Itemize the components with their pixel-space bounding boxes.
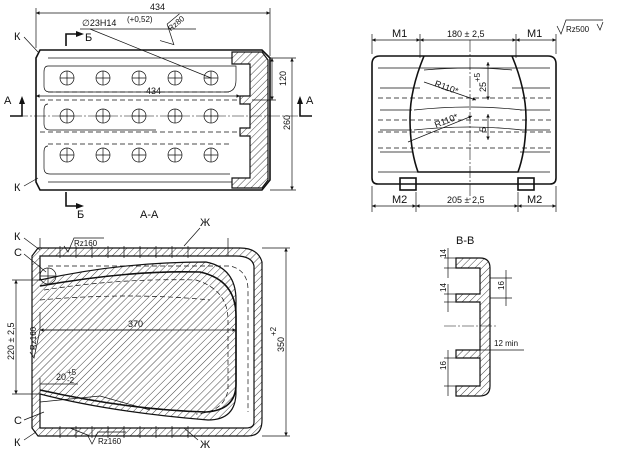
plan-label-a-left: А	[4, 95, 12, 107]
section-b-dim-12: 12 min	[494, 339, 518, 348]
front-dim-top: 180 ± 2,5	[447, 29, 484, 39]
front-label-m1-right: M1	[527, 28, 542, 40]
front-dim-25: 25	[478, 82, 488, 92]
plan-label-k-top: К	[14, 31, 21, 43]
plan-label-b-top: Б	[85, 32, 92, 44]
front-dim-bottom: 205 ± 2,5	[447, 195, 484, 205]
section-a-dim-350-tol: +2	[269, 326, 278, 336]
section-a-dim-370: 370	[128, 319, 143, 329]
section-b-dim-14b: 14	[439, 283, 448, 292]
plan-dim-height-small: 120	[278, 71, 288, 86]
front-dim-5: 5	[478, 127, 488, 132]
plan-dim-hole: ∅23H14	[82, 18, 116, 28]
section-a-dim-20-tol-dn: -2	[67, 376, 75, 385]
section-a-label-k-bottom: К	[14, 437, 21, 449]
section-a-label-k-top: К	[14, 231, 21, 243]
plan-dim-length: 434	[150, 2, 165, 12]
front-rough-general: Rz500	[566, 25, 590, 34]
front-label-m2-right: M2	[527, 194, 542, 206]
section-a-rough-top: Rz160	[74, 239, 98, 248]
front-view: Rz500 M1 180 ± 2,5 M1 M2 205 ±	[371, 19, 604, 212]
plan-dim-hole-tol: (+0,52)	[127, 15, 153, 24]
section-b-dim-14a: 14	[439, 249, 448, 258]
section-a-rough-left: Rz160	[29, 326, 38, 350]
section-b-title: В-В	[456, 235, 474, 247]
section-b-view: В-В 14 14 16 16 12 min	[439, 235, 524, 397]
section-a-rough-bottom: Rz160	[98, 437, 122, 446]
section-a-dim-350: 350	[276, 337, 286, 352]
section-b-dim-16a: 16	[497, 281, 506, 290]
plan-view: 434 ∅23H14 (+0,52) Rz80 434 120 260 Б Б …	[4, 2, 314, 221]
plan-dim-height: 260	[282, 115, 292, 130]
front-label-m2-left: M2	[392, 194, 407, 206]
plan-label-a-right: А	[306, 95, 314, 107]
front-radius-top: R110*	[433, 78, 460, 96]
section-a-dim-220: 220 ± 2,5	[6, 323, 16, 360]
front-label-m1-left: M1	[392, 28, 407, 40]
section-a-label-zh-top: Ж	[200, 217, 210, 229]
section-a-label-c-top: С	[14, 247, 22, 259]
plan-dim-inner-length: 434	[146, 86, 161, 96]
plan-label-b-bottom: Б	[77, 209, 84, 221]
section-a-title: А-А	[140, 209, 159, 221]
section-a-label-c-bottom: С	[14, 415, 22, 427]
section-a-label-zh-bottom: Ж	[200, 439, 210, 451]
section-a-dim-20-tol-up: +5	[67, 368, 77, 377]
section-a-dim-20: 20	[56, 372, 66, 382]
section-a-view: А-А К С Ж Rz160 220 ± 2,5 Rz160	[6, 209, 290, 451]
section-b-dim-16b: 16	[439, 361, 448, 370]
plan-rough-hole: Rz80	[166, 14, 187, 33]
plan-holes	[59, 70, 219, 163]
front-dim-25-tol: +5	[473, 72, 482, 82]
plan-label-k-bottom: К	[14, 182, 21, 194]
